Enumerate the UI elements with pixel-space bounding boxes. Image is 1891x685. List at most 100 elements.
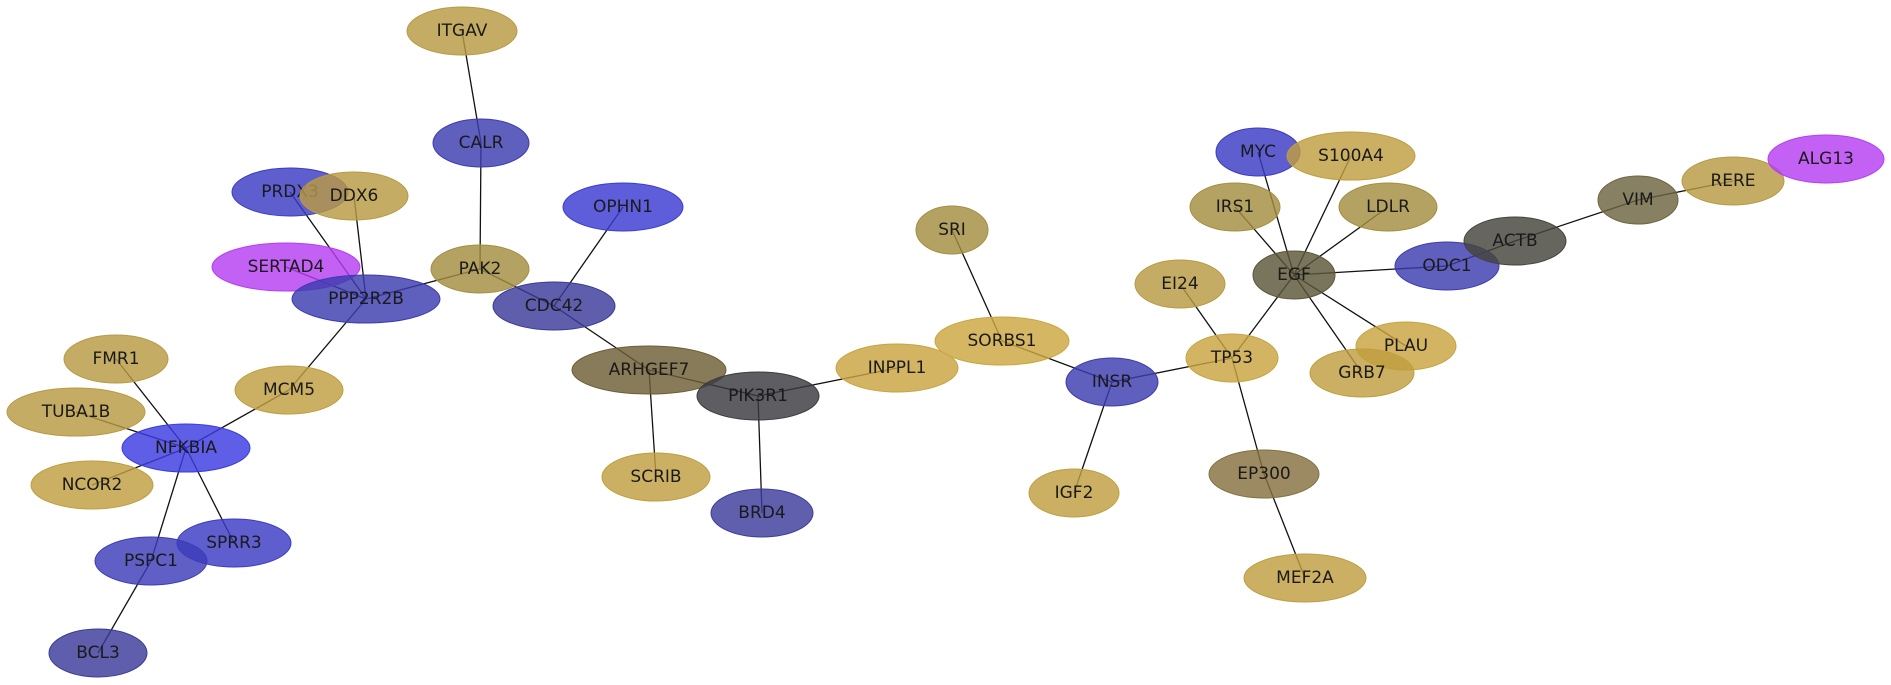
node-shape-mef2a: [1243, 553, 1367, 603]
node-shape-bcl3: [48, 628, 148, 678]
node-label-tp53: TP53: [1210, 348, 1253, 368]
node-label-pak2: PAK2: [459, 259, 502, 279]
node-scrib[interactable]: SCRIB: [601, 452, 711, 502]
node-shape-ncor2: [30, 460, 154, 510]
node-label-odc1: ODC1: [1422, 256, 1471, 276]
node-shape-pik3r1: [696, 371, 820, 421]
node-shape-vim: [1597, 175, 1679, 225]
node-sorbs1[interactable]: SORBS1: [934, 316, 1070, 366]
node-shape-ophn1: [562, 182, 684, 232]
node-label-itgav: ITGAV: [437, 21, 488, 41]
node-shape-igf2: [1028, 468, 1120, 518]
node-label-ophn1: OPHN1: [593, 197, 653, 217]
node-label-vim: VIM: [1622, 190, 1653, 210]
node-label-mcm5: MCM5: [263, 380, 315, 400]
node-pspc1[interactable]: PSPC1: [94, 536, 208, 586]
node-tuba1b[interactable]: TUBA1B: [6, 387, 146, 437]
node-sri[interactable]: SRI: [915, 205, 989, 255]
node-shape-insr: [1065, 357, 1159, 407]
node-ep300[interactable]: EP300: [1208, 449, 1320, 499]
node-label-egf: EGF: [1277, 265, 1311, 285]
node-label-tuba1b: TUBA1B: [41, 402, 111, 422]
node-shape-tuba1b: [6, 387, 146, 437]
node-ophn1[interactable]: OPHN1: [562, 182, 684, 232]
node-label-scrib: SCRIB: [630, 467, 681, 487]
node-label-pspc1: PSPC1: [124, 551, 178, 571]
node-label-igf2: IGF2: [1055, 483, 1094, 503]
node-irs1[interactable]: IRS1: [1189, 182, 1281, 232]
node-nfkbia[interactable]: NFKBIA: [121, 423, 251, 473]
node-tp53[interactable]: TP53: [1185, 333, 1279, 383]
node-label-pik3r1: PIK3R1: [728, 386, 788, 406]
node-shape-sorbs1: [934, 316, 1070, 366]
node-brd4[interactable]: BRD4: [710, 488, 814, 538]
node-rere[interactable]: RERE: [1681, 156, 1785, 206]
node-label-calr: CALR: [459, 133, 504, 153]
node-ppp2r2b[interactable]: PPP2R2B: [291, 274, 441, 324]
node-cdc42[interactable]: CDC42: [492, 281, 616, 331]
node-label-alg13: ALG13: [1798, 149, 1854, 169]
node-label-grb7: GRB7: [1338, 363, 1385, 383]
node-label-cdc42: CDC42: [525, 296, 583, 316]
node-itgav[interactable]: ITGAV: [406, 6, 518, 56]
node-shape-fmr1: [63, 334, 169, 384]
node-ncor2[interactable]: NCOR2: [30, 460, 154, 510]
node-label-ppp2r2b: PPP2R2B: [328, 289, 404, 309]
node-shape-nfkbia: [121, 423, 251, 473]
node-shape-calr: [432, 118, 530, 168]
node-pak2[interactable]: PAK2: [430, 244, 530, 294]
node-mcm5[interactable]: MCM5: [234, 365, 344, 415]
node-label-brd4: BRD4: [738, 503, 785, 523]
node-label-actb: ACTB: [1492, 231, 1537, 251]
node-ddx6[interactable]: DDX6: [299, 171, 409, 221]
node-bcl3[interactable]: BCL3: [48, 628, 148, 678]
node-shape-ldlr: [1338, 182, 1438, 232]
node-s100a4[interactable]: S100A4: [1286, 131, 1416, 181]
node-vim[interactable]: VIM: [1597, 175, 1679, 225]
node-actb[interactable]: ACTB: [1463, 216, 1567, 266]
node-shape-ddx6: [299, 171, 409, 221]
node-shape-irs1: [1189, 182, 1281, 232]
node-label-bcl3: BCL3: [76, 643, 120, 663]
node-myc[interactable]: MYC: [1215, 127, 1301, 177]
node-label-ep300: EP300: [1237, 464, 1290, 484]
node-shape-brd4: [710, 488, 814, 538]
node-insr[interactable]: INSR: [1065, 357, 1159, 407]
node-shape-inppl1: [835, 343, 959, 393]
node-label-myc: MYC: [1240, 142, 1276, 162]
node-shape-alg13: [1767, 134, 1885, 184]
node-mef2a[interactable]: MEF2A: [1243, 553, 1367, 603]
node-ldlr[interactable]: LDLR: [1338, 182, 1438, 232]
node-label-ncor2: NCOR2: [62, 475, 123, 495]
node-igf2[interactable]: IGF2: [1028, 468, 1120, 518]
node-label-rere: RERE: [1710, 171, 1755, 191]
node-shape-ppp2r2b: [291, 274, 441, 324]
node-ei24[interactable]: EI24: [1134, 259, 1226, 309]
node-shape-tp53: [1185, 333, 1279, 383]
node-label-inppl1: INPPL1: [868, 358, 927, 378]
node-label-arhgef7: ARHGEF7: [609, 360, 690, 380]
node-shape-actb: [1463, 216, 1567, 266]
node-arhgef7[interactable]: ARHGEF7: [571, 345, 727, 395]
node-shape-grb7: [1309, 348, 1415, 398]
node-label-plau: PLAU: [1384, 336, 1428, 356]
node-shape-cdc42: [492, 281, 616, 331]
edge-layer: [75, 30, 1734, 654]
node-calr[interactable]: CALR: [432, 118, 530, 168]
node-shape-pspc1: [94, 536, 208, 586]
node-grb7[interactable]: GRB7: [1309, 348, 1415, 398]
node-shape-rere: [1681, 156, 1785, 206]
node-label-ldlr: LDLR: [1366, 197, 1410, 217]
node-pik3r1[interactable]: PIK3R1: [696, 371, 820, 421]
node-egf[interactable]: EGF: [1252, 250, 1336, 300]
node-shape-s100a4: [1286, 131, 1416, 181]
node-inppl1[interactable]: INPPL1: [835, 343, 959, 393]
node-label-irs1: IRS1: [1216, 197, 1254, 217]
node-fmr1[interactable]: FMR1: [63, 334, 169, 384]
node-label-s100a4: S100A4: [1318, 146, 1384, 166]
node-alg13[interactable]: ALG13: [1767, 134, 1885, 184]
node-label-nfkbia: NFKBIA: [155, 438, 217, 458]
